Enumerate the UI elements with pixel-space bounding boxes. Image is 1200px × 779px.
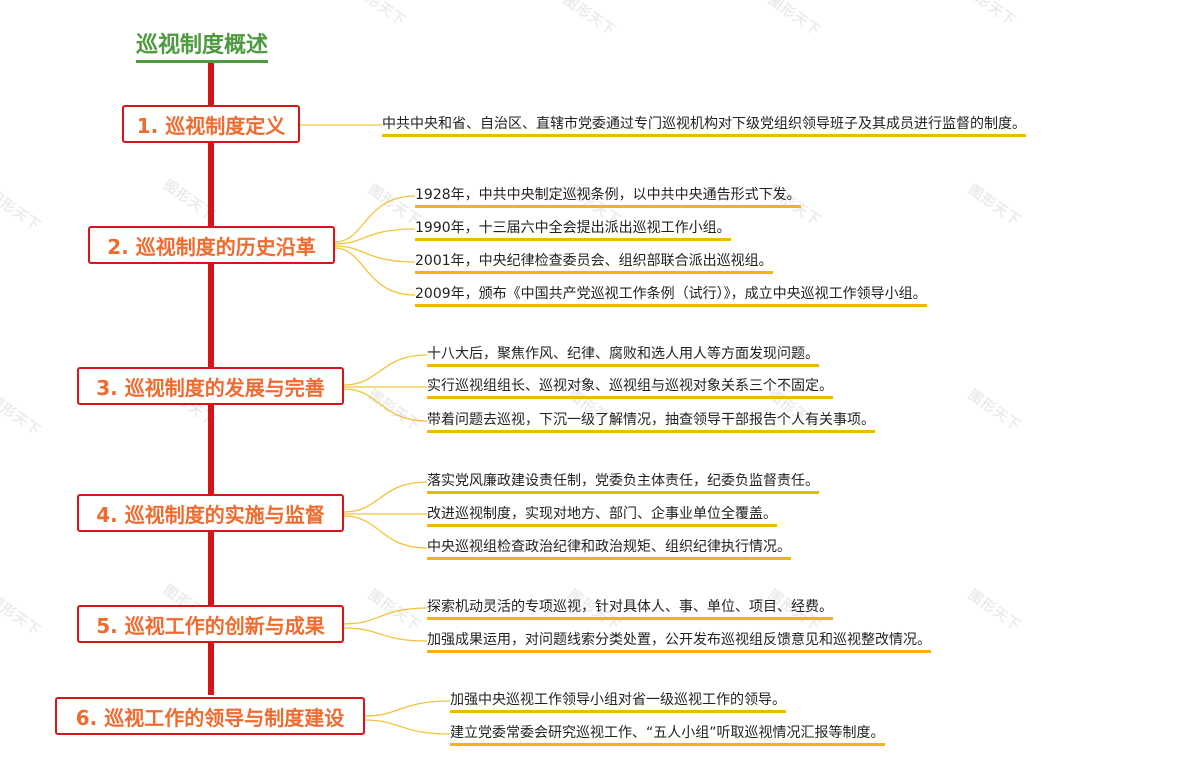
topic-2-item[interactable]: 2009年，颁布《中国共产党巡视工作条例（试行）》，成立中央巡视工作领导小组。 bbox=[415, 285, 927, 307]
topic-4-item[interactable]: 中央巡视组检查政治纪律和政治规矩、组织纪律执行情况。 bbox=[427, 538, 791, 560]
topic-1-item[interactable]: 中共中央和省、自治区、直辖市党委通过专门巡视机构对下级党组织领导班子及其成员进行… bbox=[382, 115, 1026, 137]
topic-3-item[interactable]: 带着问题去巡视，下沉一级了解情况，抽查领导干部报告个人有关事项。 bbox=[427, 411, 875, 433]
topic-2[interactable]: 2. 巡视制度的历史沿革 bbox=[88, 226, 335, 264]
topic-4[interactable]: 4. 巡视制度的实施与监督 bbox=[77, 494, 344, 532]
root-topic[interactable]: 巡视制度概述 bbox=[136, 32, 269, 63]
topic-2-item[interactable]: 2001年，中央纪律检查委员会、组织部联合派出巡视组。 bbox=[415, 252, 773, 274]
topic-6[interactable]: 6. 巡视工作的领导与制度建设 bbox=[55, 697, 365, 735]
topic-2-item[interactable]: 1990年，十三届六中全会提出派出巡视工作小组。 bbox=[415, 219, 731, 241]
topic-3-item[interactable]: 十八大后，聚焦作风、纪律、腐败和选人用人等方面发现问题。 bbox=[427, 345, 819, 367]
topic-6-item[interactable]: 加强中央巡视工作领导小组对省一级巡视工作的领导。 bbox=[450, 691, 786, 713]
topic-4-item[interactable]: 改进巡视制度，实现对地方、部门、企事业单位全覆盖。 bbox=[427, 505, 777, 527]
topic-5[interactable]: 5. 巡视工作的创新与成果 bbox=[77, 605, 344, 643]
topic-4-item[interactable]: 落实党风廉政建设责任制，党委负主体责任，纪委负监督责任。 bbox=[427, 472, 819, 494]
topic-3[interactable]: 3. 巡视制度的发展与完善 bbox=[77, 367, 344, 405]
branch-lines bbox=[300, 124, 451, 735]
topic-2-item[interactable]: 1928年，中共中央制定巡视条例，以中共中央通告形式下发。 bbox=[415, 186, 801, 208]
topic-5-item[interactable]: 探索机动灵活的专项巡视，针对具体人、事、单位、项目、经费。 bbox=[427, 598, 833, 620]
topic-1[interactable]: 1. 巡视制度定义 bbox=[122, 105, 300, 143]
topic-3-item[interactable]: 实行巡视组组长、巡视对象、巡视组与巡视对象关系三个不固定。 bbox=[427, 377, 833, 399]
topic-5-item[interactable]: 加强成果运用，对问题线索分类处置，公开发布巡视组反馈意见和巡视整改情况。 bbox=[427, 631, 931, 653]
topic-6-item[interactable]: 建立党委常委会研究巡视工作、“五人小组”听取巡视情况汇报等制度。 bbox=[450, 724, 885, 746]
